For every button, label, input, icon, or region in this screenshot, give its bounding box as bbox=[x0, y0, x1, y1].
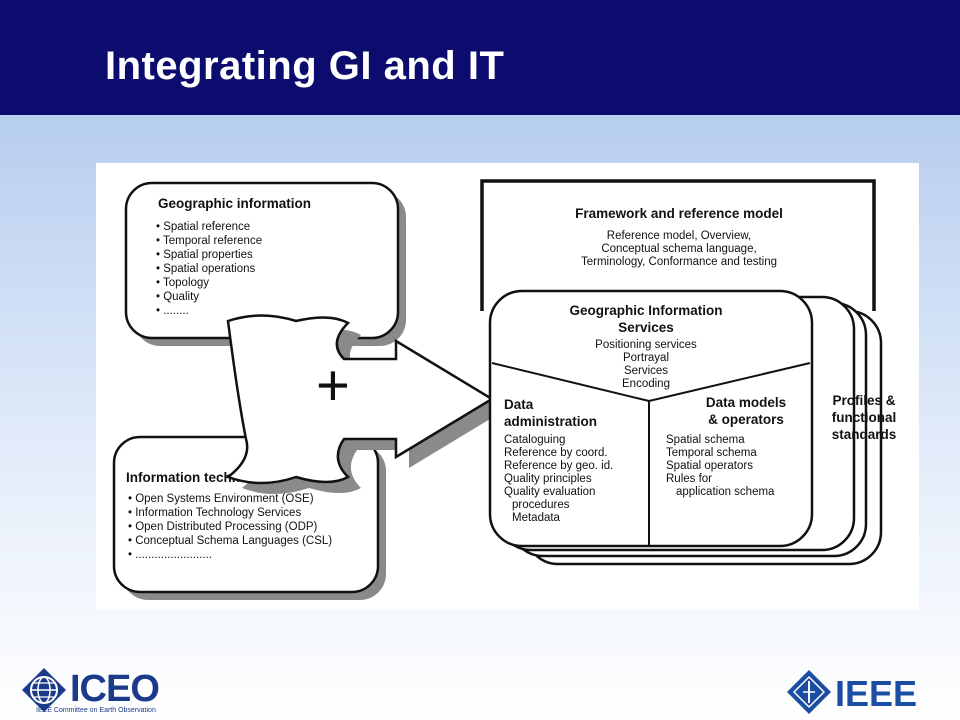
data-models-item: Spatial operators bbox=[666, 460, 753, 472]
geo-info-item: • ........ bbox=[156, 305, 189, 317]
data-models-title-line: Data models bbox=[706, 395, 786, 410]
it-item: • ........................ bbox=[128, 549, 212, 561]
plus-symbol: + bbox=[316, 353, 350, 418]
data-models-item: Spatial schema bbox=[666, 434, 745, 446]
iceo-globe-icon bbox=[22, 668, 66, 712]
title-bar bbox=[0, 0, 960, 115]
diagram-figure: Geographic information • Spatial referen… bbox=[96, 163, 919, 610]
iceo-caption: IEEE Committee on Earth Observation bbox=[36, 707, 156, 714]
gis-title-line: Geographic Information bbox=[569, 303, 722, 318]
framework-title: Framework and reference model bbox=[575, 206, 783, 221]
profiles-title-line: functional bbox=[832, 410, 897, 425]
framework-line: Terminology, Conformance and testing bbox=[581, 256, 777, 268]
data-admin-item: procedures bbox=[512, 499, 570, 511]
data-admin-item: Quality evaluation bbox=[504, 486, 595, 498]
ieee-diamond-icon bbox=[787, 670, 831, 714]
gis-item: Positioning services bbox=[595, 339, 697, 351]
it-item: • Information Technology Services bbox=[128, 507, 301, 519]
data-models-item: Rules for bbox=[666, 473, 712, 485]
slide-title: Integrating GI and IT bbox=[105, 44, 505, 88]
geo-info-title: Geographic information bbox=[158, 196, 311, 211]
gis-item: Services bbox=[624, 365, 668, 377]
iceo-wordmark: ICEO bbox=[70, 668, 160, 710]
geo-info-item: • Spatial reference bbox=[156, 221, 250, 233]
gis-item: Encoding bbox=[622, 378, 670, 390]
gis-item: Portrayal bbox=[623, 352, 669, 364]
data-admin-title-line: administration bbox=[504, 414, 597, 429]
data-admin-item: Quality principles bbox=[504, 473, 592, 485]
data-admin-item: Metadata bbox=[512, 512, 561, 524]
geo-info-item: • Spatial operations bbox=[156, 263, 256, 275]
diagram-svg: Geographic information • Spatial referen… bbox=[112, 179, 897, 600]
geographic-information-box: Geographic information • Spatial referen… bbox=[124, 181, 406, 346]
gis-title-line: Services bbox=[618, 320, 674, 335]
combine-arrow: + bbox=[225, 314, 505, 494]
geo-info-item: • Temporal reference bbox=[156, 235, 262, 247]
profiles-title-line: Profiles & bbox=[832, 393, 895, 408]
it-item: • Open Distributed Processing (ODP) bbox=[128, 521, 318, 533]
data-admin-title-line: Data bbox=[504, 397, 534, 412]
geo-info-item: • Spatial properties bbox=[156, 249, 253, 261]
data-admin-item: Cataloguing bbox=[504, 434, 565, 446]
framework-box: Framework and reference model Reference … bbox=[480, 179, 876, 311]
data-models-item: Temporal schema bbox=[666, 447, 757, 459]
it-item: • Conceptual Schema Languages (CSL) bbox=[128, 535, 332, 547]
framework-line: Reference model, Overview, bbox=[607, 230, 751, 242]
geographic-information-services-card: Geographic Information Services Position… bbox=[488, 289, 814, 548]
framework-line: Conceptual schema language, bbox=[601, 243, 756, 255]
data-admin-item: Reference by coord. bbox=[504, 447, 608, 459]
data-models-title-line: & operators bbox=[708, 412, 784, 427]
geo-info-item: • Topology bbox=[156, 277, 209, 289]
data-admin-item: Reference by geo. id. bbox=[504, 460, 613, 472]
profiles-title-line: standards bbox=[832, 427, 897, 442]
data-models-item: application schema bbox=[676, 486, 775, 498]
ieee-wordmark: IEEE bbox=[835, 673, 918, 714]
geo-info-item: • Quality bbox=[156, 291, 199, 303]
it-item: • Open Systems Environment (OSE) bbox=[128, 493, 314, 505]
